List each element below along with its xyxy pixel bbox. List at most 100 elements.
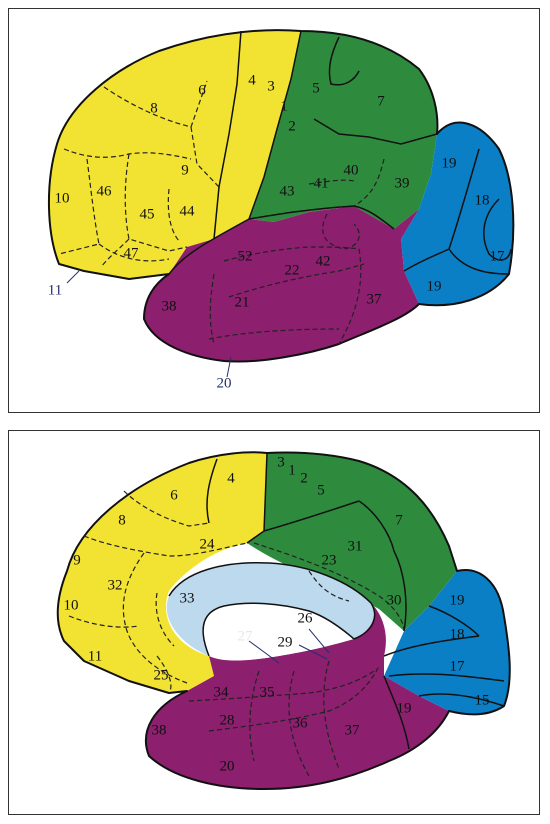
medial-area-25-label: 25 [154, 667, 169, 683]
medial-boundary-calcarine [383, 635, 480, 657]
area-10-label: 10 [55, 190, 70, 206]
area-8-label: 8 [150, 100, 158, 116]
medial-area-19b-label: 19 [397, 700, 412, 716]
area-2-label: 2 [288, 118, 296, 134]
lateral-brain-diagram: 4 6 8 9 10 46 45 44 47 11 3 1 2 5 7 40 3… [48, 29, 515, 391]
area-22-label: 22 [285, 262, 300, 278]
corpus-callosum-region [166, 562, 375, 656]
area-42-label: 42 [316, 253, 331, 269]
medial-dashed-1 [123, 490, 210, 527]
medial-area-9-label: 9 [73, 552, 81, 568]
temporal-dashed-1 [223, 246, 360, 262]
area-7-label: 7 [377, 93, 385, 109]
medial-area-36-label: 36 [293, 715, 309, 731]
frontal-dashed-2 [190, 126, 220, 188]
corpus-callosum-outline [168, 562, 376, 640]
medial-dashed-5 [155, 592, 175, 647]
medial-area-34-label: 34 [214, 684, 230, 700]
medial-area-5-label: 5 [317, 482, 325, 498]
medial-temporal-region [145, 603, 449, 789]
medial-area-23-label: 23 [322, 552, 337, 568]
medial-dashed-6 [156, 655, 172, 694]
medial-dashed-11 [249, 670, 260, 762]
leader-11 [66, 270, 80, 284]
frontal-dashed-5 [167, 188, 180, 242]
medial-area-8-label: 8 [118, 512, 126, 528]
leader-20 [226, 356, 232, 378]
medial-boundary-parietal [263, 500, 360, 532]
medial-dashed-3 [122, 552, 188, 684]
medial-area-18-label: 18 [450, 626, 465, 642]
medial-dashed-13 [323, 660, 340, 770]
area-37-label: 37 [367, 291, 383, 307]
medial-dashed-12 [288, 670, 310, 777]
medial-area-7-label: 7 [395, 512, 403, 528]
medial-area-29-label: 29 [278, 634, 293, 650]
parietal-dashed-1 [308, 179, 355, 185]
central-sulcus-line [248, 30, 302, 220]
medial-area-4-label: 4 [227, 470, 235, 486]
occipital-boundary-3 [403, 248, 450, 272]
medial-area-20-label: 20 [220, 758, 235, 774]
corpus-callosum-inner [202, 602, 355, 657]
medial-area-33-label: 33 [180, 590, 195, 606]
medial-area-37-label: 37 [345, 722, 361, 738]
area-9-label: 9 [181, 162, 189, 178]
area-46-label: 46 [97, 183, 113, 199]
area-45-label: 45 [140, 206, 155, 222]
leader-26 [308, 628, 330, 654]
postcentral-boundary [328, 36, 360, 86]
medial-boundary-parieto-occipital [358, 500, 407, 632]
area-19a-label: 19 [442, 155, 457, 171]
occipital-boundary-2 [483, 198, 512, 261]
leader-27 [248, 640, 280, 664]
temporal-dashed-2 [228, 263, 365, 298]
medial-dashed-4 [68, 615, 140, 628]
area-41-label: 41 [314, 175, 329, 191]
occipital-boundary [448, 148, 510, 275]
medial-area-6-label: 6 [170, 487, 178, 503]
medial-area-11-label: 11 [88, 648, 102, 664]
area-6-label: 6 [198, 82, 206, 98]
parietal-dashed-2 [353, 158, 385, 207]
medial-dashed-2 [83, 535, 248, 557]
area-5-label: 5 [312, 80, 320, 96]
area-17-label: 17 [490, 248, 506, 264]
lateral-brain-panel: 4 6 8 9 10 46 45 44 47 11 3 1 2 5 7 40 3… [8, 8, 540, 413]
parietal-boundary [313, 118, 438, 145]
medial-area-28-label: 28 [220, 712, 235, 728]
medial-dashed-7 [253, 542, 405, 632]
lateral-sulcus-line [168, 205, 395, 275]
lateral-ventricle-region [203, 603, 354, 661]
medial-dashed-8 [308, 570, 350, 602]
medial-boundary-temporal [383, 675, 410, 750]
temporal-dashed-5 [209, 273, 215, 345]
area-4-label: 4 [248, 72, 256, 88]
medial-area-27-label: 27 [238, 628, 254, 644]
medial-area-35-label: 35 [260, 684, 275, 700]
area-18-label: 18 [475, 192, 490, 208]
medial-area-32-label: 32 [108, 577, 123, 593]
frontal-dashed-7 [98, 243, 170, 262]
frontal-dashed-8 [100, 238, 130, 268]
area-39-label: 39 [395, 175, 410, 191]
area-38-label: 38 [162, 298, 177, 314]
precentral-boundary [213, 30, 242, 240]
medial-dashed-9 [188, 670, 375, 702]
medial-area-31-label: 31 [348, 538, 363, 554]
temporal-dashed-3 [338, 248, 362, 345]
medial-area-10-label: 10 [64, 597, 79, 613]
area-52-label: 52 [238, 248, 253, 264]
occipital-lobe-region [401, 122, 514, 306]
medial-boundary-occipital-2 [388, 673, 505, 682]
medial-boundary-occipital-3 [418, 693, 505, 707]
medial-area-26-label: 26 [298, 610, 314, 626]
area-21-label: 21 [235, 294, 250, 310]
area-1-label: 1 [280, 98, 288, 114]
medial-brain-panel: 4 6 8 9 10 11 24 32 33 25 3 1 2 5 7 31 2… [8, 430, 540, 815]
medial-area-15-label: 15 [475, 692, 490, 708]
medial-brain-diagram: 4 6 8 9 10 11 24 32 33 25 3 1 2 5 7 31 2… [56, 451, 511, 790]
leader-29 [298, 644, 328, 660]
medial-brain-outline [56, 451, 511, 790]
medial-area-17-label: 17 [450, 658, 466, 674]
